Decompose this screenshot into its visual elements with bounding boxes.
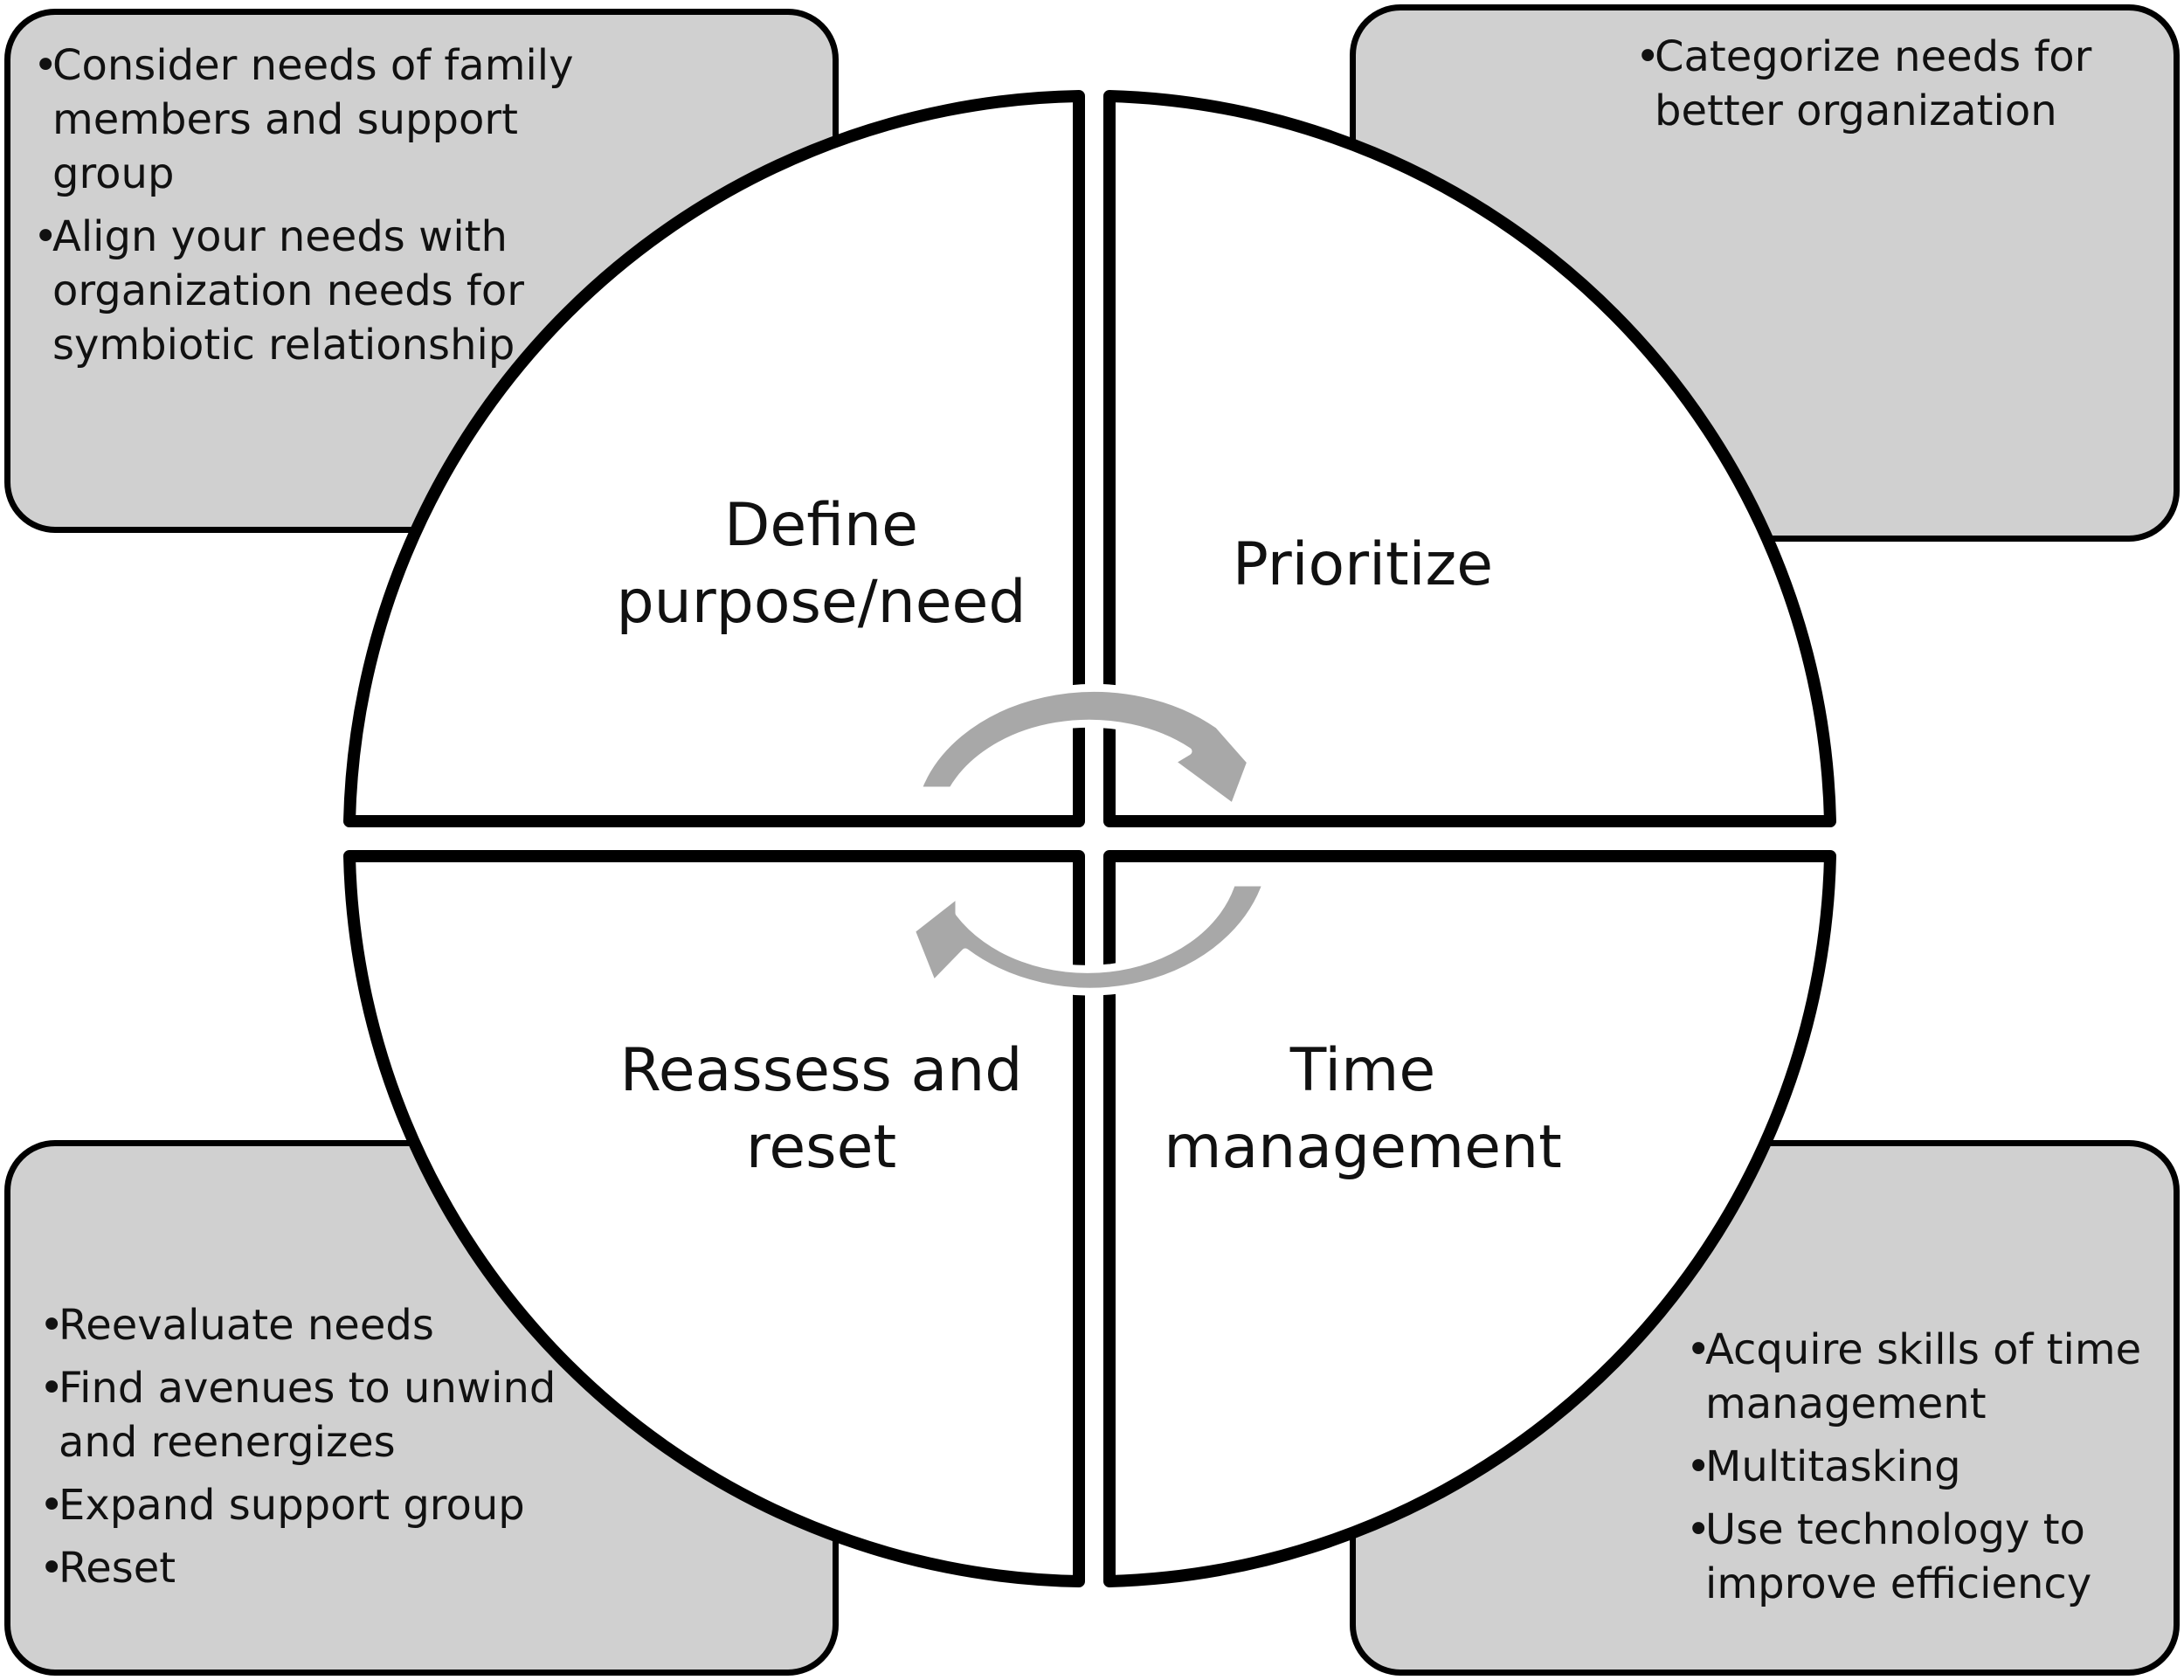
bullet-item: Consider needs of family members and sup…: [33, 38, 592, 201]
bullet-item: Find avenues to unwind and reenergizes: [39, 1361, 598, 1469]
quadrant-bottom-right: [1103, 850, 1836, 1587]
cycle-arrows-icon: [907, 683, 1271, 996]
bullet-item: Expand support group: [39, 1478, 598, 1532]
bullet-item: Categorize needs for better organization: [1635, 30, 2125, 138]
top-left-bullets: Consider needs of family members and sup…: [33, 38, 592, 381]
top-right-bullets: Categorize needs for better organization: [1635, 30, 2125, 147]
bottom-left-bullets: Reevaluate needs Find avenues to unwind …: [39, 1298, 598, 1604]
bullet-item: Align your needs with organization needs…: [33, 210, 592, 372]
bottom-right-bullets: Acquire skills of time management Multit…: [1686, 1323, 2158, 1620]
quadrant-label-prioritize: Prioritize: [1232, 530, 1494, 599]
bullet-item: Multitasking: [1686, 1440, 2158, 1494]
cycle-arrow-top: [913, 683, 1255, 812]
bullet-item: Reevaluate needs: [39, 1298, 598, 1352]
cycle-arrow-bottom: [907, 878, 1271, 996]
bullet-item: Reset: [39, 1541, 598, 1595]
bullet-item: Acquire skills of time management: [1686, 1323, 2158, 1431]
bullet-item: Use technology to improve efficiency: [1686, 1503, 2158, 1611]
quadrant-top-right: [1103, 90, 1836, 827]
